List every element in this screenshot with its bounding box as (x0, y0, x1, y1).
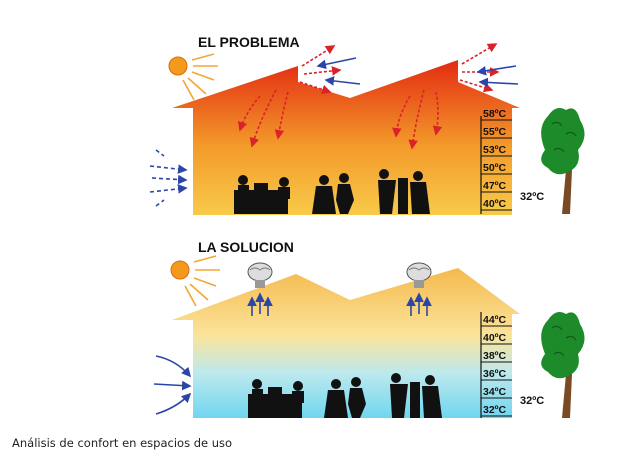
temp-label: 40ºC (483, 332, 507, 344)
tree-icon (541, 108, 585, 214)
exhaust-arrows (247, 292, 432, 316)
roof-ventilator-icon (247, 262, 273, 288)
temp-label: 44ºC (483, 314, 507, 326)
people-silhouettes (248, 373, 442, 418)
temperature-scale: 58ºC 55ºC 53ºC 50ºC 47ºC 40ºC (480, 108, 512, 214)
temp-label: 38ºC (483, 350, 507, 362)
outdoor-temp: 32ºC (520, 395, 544, 407)
outdoor-temp: 32ºC (520, 191, 544, 203)
temp-label: 47ºC (483, 180, 507, 192)
sun-icon (168, 53, 218, 101)
temp-label: 53ºC (483, 144, 507, 156)
temp-label: 50ºC (483, 162, 507, 174)
solution-title: LA SOLUCION (198, 239, 294, 255)
window-air-arrows (149, 149, 188, 207)
window-air-arrows (153, 355, 192, 415)
temp-label: 34ºC (483, 386, 507, 398)
roof-ventilator-icon (406, 262, 432, 288)
people-silhouettes (234, 169, 430, 214)
sun-icon (170, 255, 220, 307)
temp-label: 36ºC (483, 368, 507, 380)
tree-icon (541, 312, 585, 418)
problem-panel: EL PROBLEMA (149, 34, 585, 215)
solution-panel: LA SOLUCION (153, 239, 585, 418)
roof-heat-arrows (237, 43, 500, 150)
temperature-scale: 44ºC 40ºC 38ºC 36ºC 34ºC 32ºC (480, 312, 512, 418)
temp-label: 40ºC (483, 198, 507, 210)
problem-title: EL PROBLEMA (198, 34, 300, 50)
temp-label: 55ºC (483, 126, 507, 138)
figure-caption: Análisis de confort en espacios de uso (12, 436, 233, 450)
solution-building (172, 268, 520, 418)
temp-label: 58ºC (483, 108, 507, 120)
problem-building (172, 60, 520, 215)
incoming-air-arrows (316, 57, 519, 88)
temp-label: 32ºC (483, 404, 507, 416)
